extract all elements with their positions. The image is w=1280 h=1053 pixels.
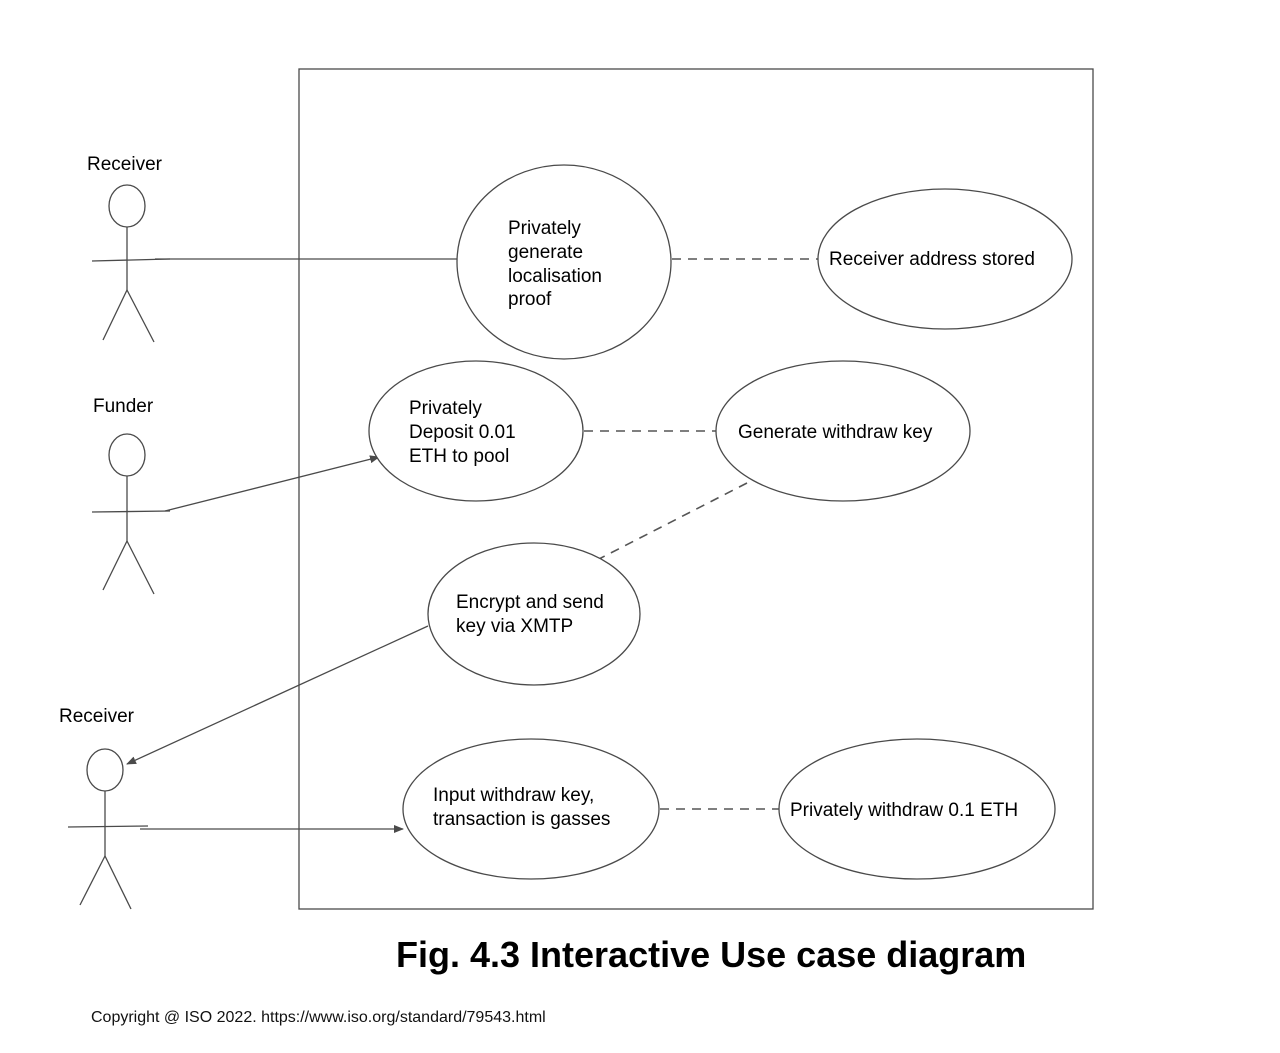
use-case-label: Privately generate localisation proof	[508, 218, 607, 310]
actor-funder: Funder	[91, 396, 171, 595]
copyright-notice: Copyright @ ISO 2022. https://www.iso.or…	[91, 1009, 546, 1026]
actor-arms	[91, 510, 171, 513]
actor-arms	[67, 825, 149, 828]
actor-right-leg	[126, 289, 155, 343]
actor-left-leg	[102, 289, 128, 341]
use-case-encrypt-send: Encrypt and send key via XMTP	[427, 542, 641, 686]
actor-right-leg	[104, 855, 132, 910]
actor-left-leg	[102, 540, 128, 591]
use-case-address-stored: Receiver address stored	[817, 188, 1073, 330]
dependency-withdraw-key-encrypt	[598, 482, 748, 560]
actor-head	[86, 748, 124, 792]
actor-right-leg	[126, 540, 155, 595]
use-case-ellipse	[456, 164, 672, 360]
use-case-label: Input withdraw key, transaction is gasse…	[433, 785, 610, 830]
use-case-localisation-proof: Privately generate localisation proof	[456, 164, 672, 360]
use-case-ellipse	[817, 188, 1073, 330]
system-boundary	[298, 68, 1094, 910]
actor-receiver-bottom-label: Receiver	[59, 706, 135, 727]
actor-head	[108, 184, 146, 228]
actor-left-leg	[79, 855, 106, 906]
use-case-input-key: Input withdraw key, transaction is gasse…	[402, 738, 660, 880]
actor-head	[108, 433, 146, 477]
use-case-withdraw-key: Generate withdraw key	[715, 360, 971, 502]
use-case-ellipse	[368, 360, 584, 502]
use-case-deposit: Privately Deposit 0.01 ETH to pool	[368, 360, 584, 502]
actor-funder-label: Funder	[93, 396, 154, 417]
figure-caption: Fig. 4.3 Interactive Use case diagram	[396, 934, 1027, 975]
actor-receiver-top-label: Receiver	[87, 154, 163, 175]
use-case-label: Receiver address stored	[829, 249, 1035, 270]
use-case-ellipse	[778, 738, 1056, 880]
use-case-ellipse	[402, 738, 660, 880]
actor-receiver-top: Receiver	[87, 154, 171, 343]
use-case-label: Privately Deposit 0.01 ETH to pool	[409, 398, 521, 467]
use-case-ellipse	[427, 542, 641, 686]
association-funder-deposit	[164, 455, 380, 512]
use-case-withdraw-eth: Privately withdraw 0.1 ETH	[778, 738, 1056, 880]
actor-receiver-bottom: Receiver	[59, 706, 149, 910]
use-case-label: Privately withdraw 0.1 ETH	[790, 800, 1018, 821]
use-case-label: Encrypt and send key via XMTP	[456, 592, 609, 637]
use-case-ellipse	[715, 360, 971, 502]
association-encrypt-receiver	[126, 625, 429, 765]
use-case-label: Generate withdraw key	[738, 422, 933, 443]
